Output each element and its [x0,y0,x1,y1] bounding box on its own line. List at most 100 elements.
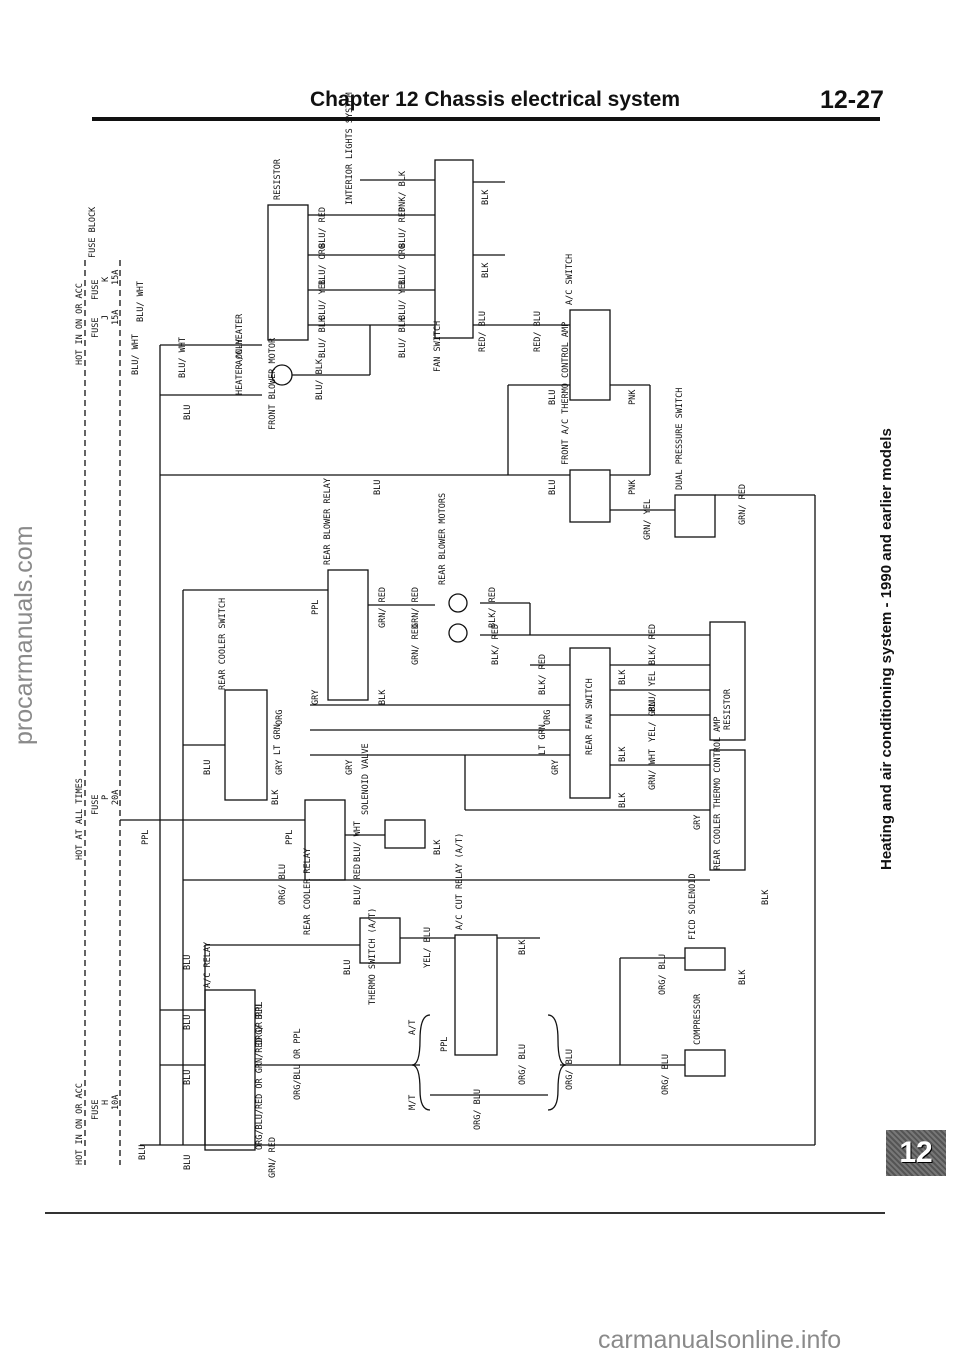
fuse-k-letter: K [101,276,111,282]
hot-all-label: HOT AT ALL TIMES [75,778,85,860]
wire-blk-red-label: BLK/ RED [488,587,498,628]
wire-grn-red-label: GRN/ RED [268,1137,278,1178]
wire-blu-wht-label: BLU/ WHT [178,337,188,378]
wire-blk-label: BLK [518,939,528,955]
wire-org-blu-label: ORG/ BLU [278,864,288,905]
heater-only-label: HEATER ONLY [235,339,245,395]
header-rule [92,117,880,121]
wire-blu-label: BLU [183,1155,193,1170]
side-caption: Heating and air conditioning system - 19… [878,428,895,870]
wire-blu-wht-label: BLU/ WHT [136,281,146,322]
resistor-rear-label: RESISTOR [723,688,733,730]
rear-cooler-relay-label: REAR COOLER RELAY [303,848,313,935]
wire-red-blu-label: RED/ BLU [533,311,543,352]
wire-grn-red-label: GRN/ RED [411,587,421,628]
rear-cooler-amp-label: REAR COOLER THERMO CONTROL AMP [713,716,723,870]
thermo-switch-label: THERMO SWITCH (A/T) [368,908,378,1005]
wire-blk-label: BLK [433,839,443,855]
wire-blu-label: BLU [183,1015,193,1030]
wire-grn-red-label: GRN/ RED [378,587,388,628]
wire-blk-label: BLK [271,789,281,805]
wire-blu-label: BLU [373,480,383,495]
fuse-block-label: FUSE BLOCK [88,206,98,258]
fuse-k-label: FUSE [91,280,101,300]
wire-blk-label: BLK [481,262,491,278]
wire-org-blu-label: ORG/ BLU [255,1004,265,1045]
fuse-j-letter: J [101,315,111,320]
hot-run-label-top: HOT IN ON OR ACC [75,283,85,365]
ac-relay-label: A/C RELAY [203,942,213,988]
wire-ppl-label: PPL [440,1037,450,1052]
wire-blu-label: BLU [183,1070,193,1085]
ac-cut-relay-label: A/C CUT RELAY (A/T) [455,833,465,930]
at-label: A/T [408,1020,418,1035]
wire-grn-red-label: GRN/ RED [738,484,748,525]
watermark-left: procarmanuals.com [10,525,38,745]
wire-org-blu-label: ORG/ BLU [661,1054,671,1095]
wire-blu-blk-label: BLU/ BLK [318,316,328,358]
wire-yel-blu-label: YEL/ BLU [423,927,433,968]
wire-grn-red-label: GRN/ RED [411,624,421,665]
wire-gry-label: GRY [275,760,285,775]
wire-org-label: ORG [543,710,553,725]
wire-blu-org-label: BLU/ ORG [398,244,408,285]
wire-blu-label: BLU [548,390,558,405]
wire-blk-red-label: BLK/ RED [648,624,658,665]
fuse-k-rating: 15A [111,270,121,285]
wire-gry-label: GRY [551,760,561,775]
wire-ppl-label: PPL [141,830,151,845]
wire-blk-label: BLK [378,689,388,705]
rear-fan-switch-label: REAR FAN SWITCH [585,678,595,755]
watermark-bottom: carmanualsonline.info [598,1326,842,1354]
page-number: 12-27 [820,86,884,114]
rear-cooler-switch-label: REAR COOLER SWITCH [218,598,228,690]
wire-blu-label: BLU [548,480,558,495]
wire-blu-org-label: BLU/ ORG [318,244,328,285]
wire-blk-label: BLK [481,189,491,205]
wire-yel-grn-label: YEL/ GRN [648,701,658,742]
wire-blu-label: BLU [138,1145,148,1160]
wire-ppl-label: PPL [311,600,321,615]
wire-blu-label: BLU [343,960,353,975]
wire-grn-wht-label: GRN/ WHT [648,749,658,790]
wire-org-blu-label: ORG/ BLU [518,1044,528,1085]
wire-org-label: ORG [275,710,285,725]
ac-heater-label: A/C-HEATER [235,313,245,365]
thermo-amp-label: FRONT A/C THERMO CONTROL AMP [561,322,571,465]
fuse-p-label: FUSE [91,795,101,815]
mt-label: M/T [408,1095,418,1110]
rear-blower-relay-label: REAR BLOWER RELAY [323,478,333,565]
fuse-h-label: FUSE [91,1100,101,1120]
wire-blu-yel-label: BLU/ YEL [648,671,658,712]
wire-gry-label: GRY [311,690,321,705]
wire-blk-label: BLK [618,669,628,685]
wire-blu-blk-label: BLU/ BLK [398,316,408,358]
chapter-tab: 12 [886,1130,946,1176]
wire-pnk-label: PNK [628,479,638,495]
wire-blu-label: BLU [203,760,213,775]
wire-blk-red-label: BLK/ RED [538,654,548,695]
wire-blk-label: BLK [618,792,628,808]
wire-blu-red-label: BLU/ RED [398,207,408,248]
wire-blk-label: BLK [618,746,628,762]
interior-lights-label: INTERIOR LIGHTS SYSTEM [345,92,355,205]
wire-org-combo-1-label: ORG/BLU OR PPL [293,1028,303,1100]
footer-rule [45,1212,885,1214]
wire-blk-label: BLK [761,889,771,905]
wire-blu-yel-label: BLU/ YEL [398,279,408,320]
wire-lt-grn-label: LT GRN [273,724,283,755]
wire-blu-red-label: BLU/ RED [353,864,363,905]
rear-blower-motors-label: REAR BLOWER MOTORS [438,493,448,585]
ac-switch-label: A/C SWITCH [565,254,575,305]
fuse-p-rating: 20A [111,790,121,805]
wire-lt-grn-label: LT GRN [538,724,548,755]
fuse-j-rating: 15A [111,310,121,325]
wire-org-blu-label: ORG/ BLU [658,954,668,995]
page-header-title: Chapter 12 Chassis electrical system [310,88,681,111]
wire-blu-label: BLU [183,405,193,420]
fuse-h-letter: H [101,1100,111,1105]
wire-pnk-blk-label: PNK/ BLK [398,170,408,212]
fan-switch-label: FAN SWITCH [433,321,443,372]
wire-blu-wht-label: BLU/ WHT [131,334,141,375]
